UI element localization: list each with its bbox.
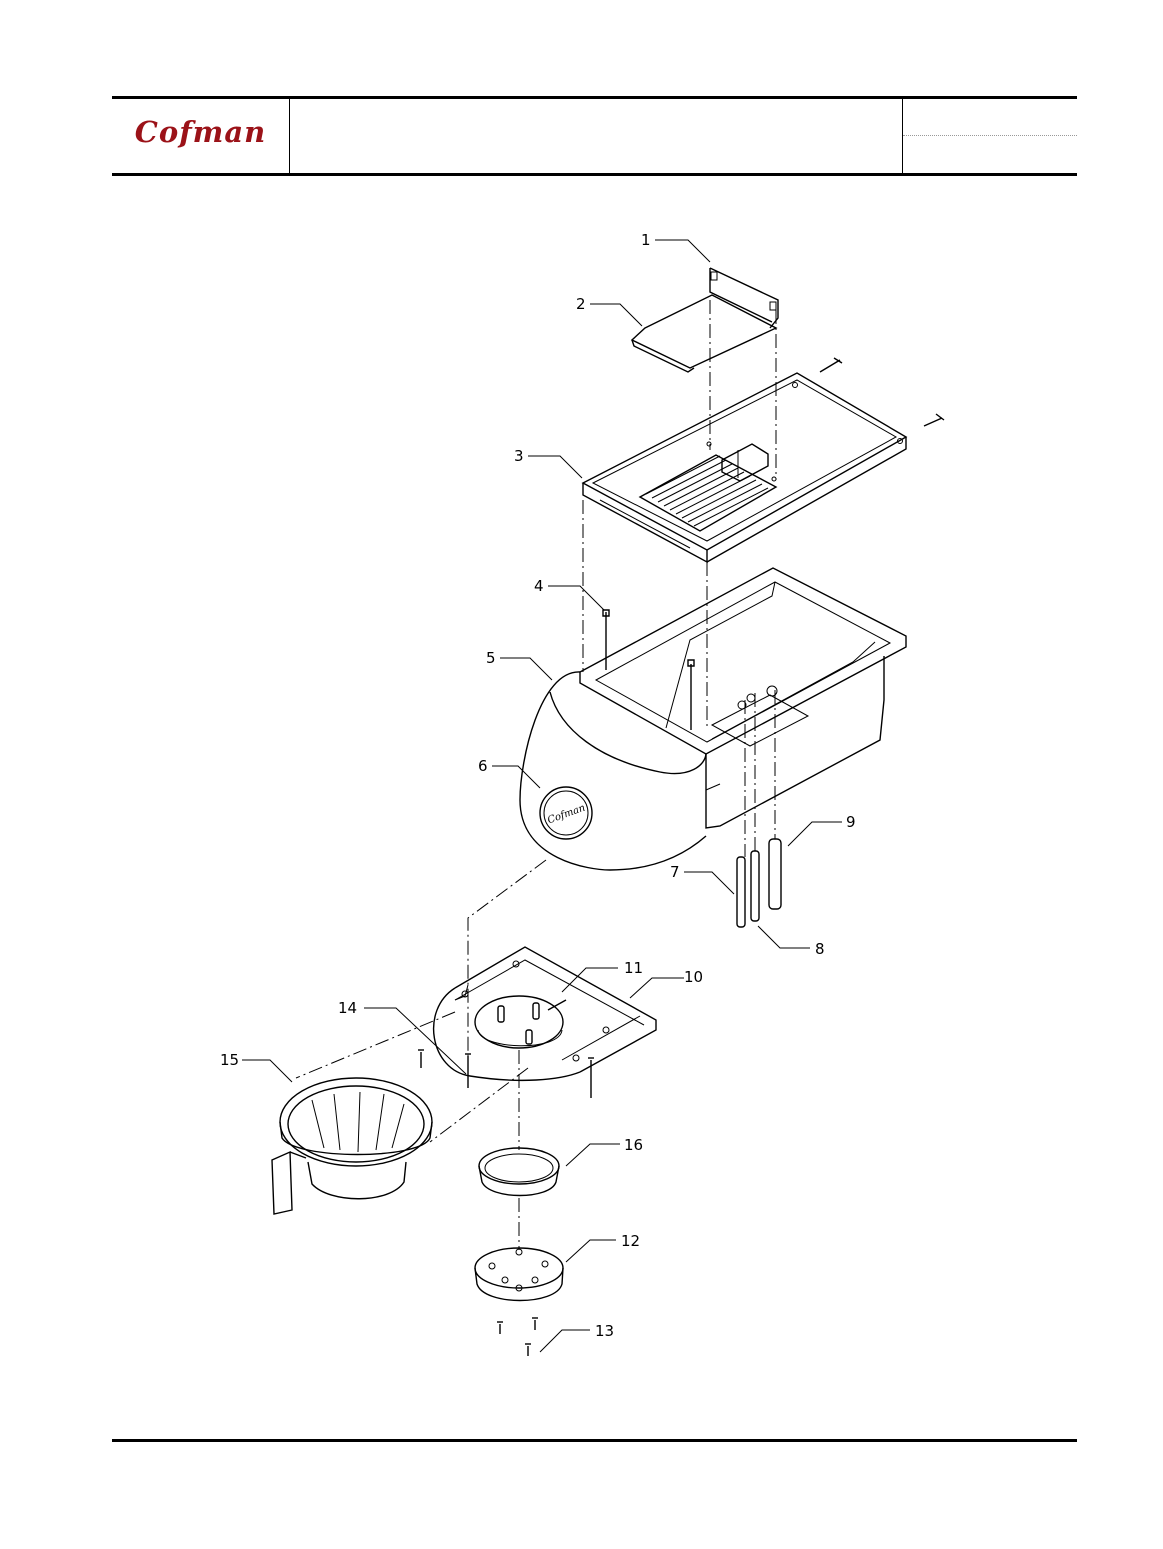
- lid-screws: [820, 358, 944, 426]
- part-16-ring: [479, 1148, 559, 1196]
- callout-4: 4: [534, 577, 544, 595]
- part-3-lid: [583, 373, 906, 562]
- callout-6: 6: [478, 757, 488, 775]
- callout-2: 2: [576, 295, 586, 313]
- assembly-center-lines: [296, 300, 776, 1250]
- part-15-filter-basket: [272, 1078, 432, 1214]
- callout-10: 10: [684, 968, 703, 986]
- part-7-8-9-tubes: [737, 839, 781, 927]
- callout-7: 7: [670, 863, 680, 881]
- part-13-screws: [497, 1318, 538, 1356]
- callout-8: 8: [815, 940, 825, 958]
- callout-1: 1: [641, 231, 651, 249]
- part-10-support-plate: [434, 947, 656, 1080]
- callout-9: 9: [846, 813, 856, 831]
- part-4-screws: [603, 610, 694, 730]
- callout-14: 14: [338, 999, 357, 1017]
- callout-13: 13: [595, 1322, 614, 1340]
- callout-leaders: [242, 240, 842, 1352]
- callout-3: 3: [514, 447, 524, 465]
- part-1-bracket: [710, 268, 778, 328]
- lid-grille: [646, 456, 768, 526]
- callout-16: 16: [624, 1136, 643, 1154]
- callout-5: 5: [486, 649, 496, 667]
- basket-handle: [272, 1152, 292, 1214]
- callout-11: 11: [624, 959, 643, 977]
- part-12-disc: [475, 1248, 563, 1301]
- callout-15: 15: [220, 1051, 239, 1069]
- callout-12: 12: [621, 1232, 640, 1250]
- footer-rule: [112, 1439, 1077, 1442]
- badge-logo-text: Cofman: [546, 803, 587, 827]
- part-2-tray: [632, 295, 776, 372]
